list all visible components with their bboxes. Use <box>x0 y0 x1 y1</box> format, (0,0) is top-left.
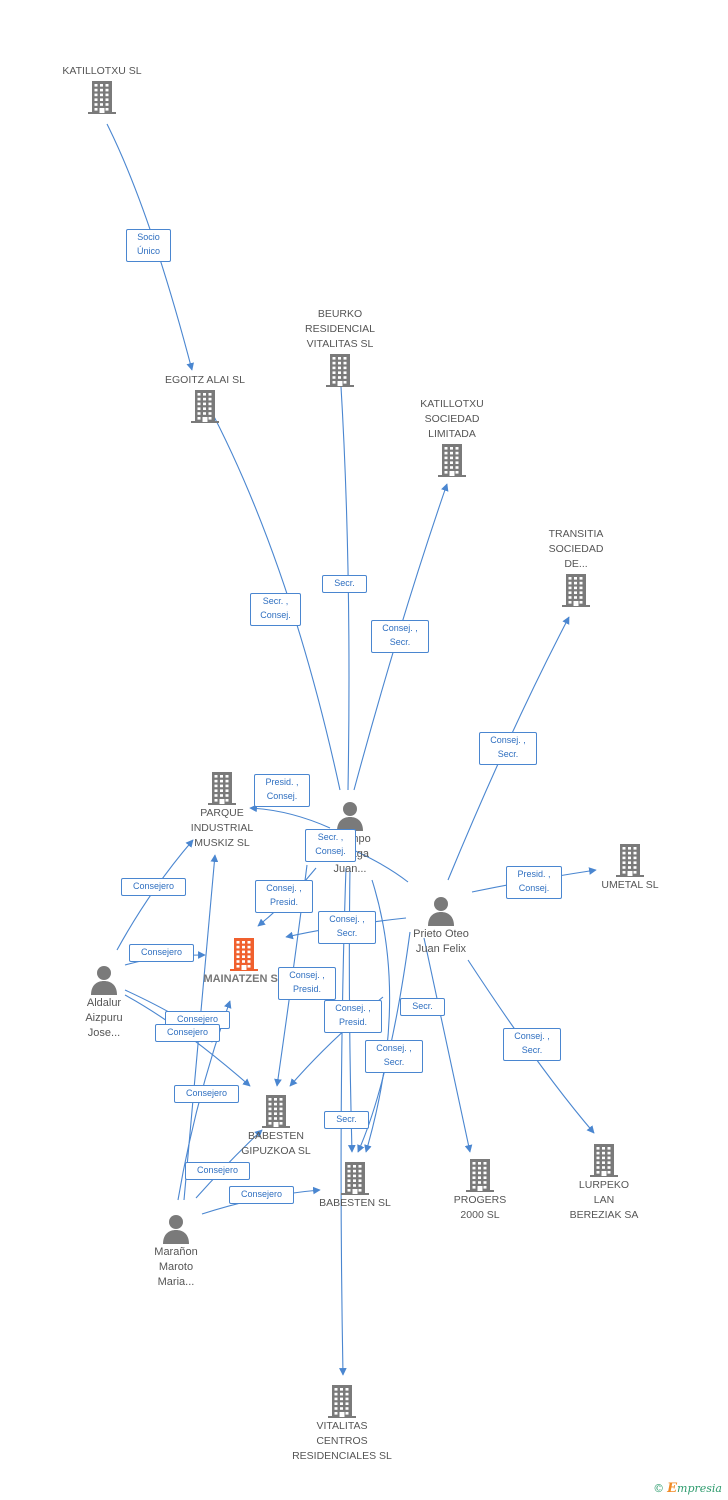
node-lurpeko-lan-bereziak-sa[interactable]: LURPEKO LAN BEREZIAK SA <box>554 1142 654 1223</box>
node-umetal-sl[interactable]: UMETAL SL <box>590 842 670 893</box>
node-label: KATILLOTXU SOCIEDAD LIMITADA <box>420 398 484 440</box>
edge-label-presid-consej: Presid. , Consej. <box>506 866 562 899</box>
node-maranon-maroto-maria[interactable]: Marañon Maroto Maria... <box>138 1213 214 1290</box>
edge-label-consejero: Consejero <box>129 944 194 962</box>
edge-label-consej-secr: Consej. , Secr. <box>371 620 429 653</box>
node-beurko-residencial-vitalitas-sl[interactable]: BEURKO RESIDENCIAL VITALITAS SL <box>290 307 390 388</box>
node-katillotxu-sl[interactable]: KATILLOTXU SL <box>52 64 152 115</box>
edge-label-consej-secr: Consej. , Secr. <box>479 732 537 765</box>
building-icon <box>326 354 354 387</box>
building-icon <box>191 390 219 423</box>
edge-label-consejero: Consejero <box>229 1186 294 1204</box>
building-icon <box>328 1385 356 1418</box>
relation-edge-1 <box>206 402 341 791</box>
node-label: EGOITZ ALAI SL <box>165 374 245 386</box>
relation-edge-15 <box>423 937 473 1153</box>
node-egoitz-alai-sl[interactable]: EGOITZ ALAI SL <box>150 373 260 424</box>
brand-name: mpresia <box>677 1482 722 1495</box>
node-parque-industrial-muskiz-sl[interactable]: PARQUE INDUSTRIAL MUSKIZ SL <box>172 770 272 851</box>
edge-label-consejero: Consejero <box>155 1024 220 1042</box>
node-label: MAINATZEN SL <box>203 973 285 985</box>
edge-label-consej-secr: Consej. , Secr. <box>318 911 376 944</box>
edge-label-socio-unico: Socio Único <box>126 229 171 262</box>
edge-label-secr: Secr. <box>400 998 445 1016</box>
brand-initial: E <box>667 1481 678 1496</box>
building-icon <box>590 1144 618 1177</box>
relation-edge-0 <box>106 123 194 371</box>
node-label: UMETAL SL <box>601 879 659 891</box>
node-progers-2000-sl[interactable]: PROGERS 2000 SL <box>430 1157 530 1223</box>
node-label: PROGERS 2000 SL <box>453 1194 507 1221</box>
node-label: Prieto Oteo Juan Felix <box>413 928 469 955</box>
edge-label-consejero: Consejero <box>185 1162 250 1180</box>
node-label: BEURKO RESIDENCIAL VITALITAS SL <box>304 308 376 350</box>
edge-label-consej-presid: Consej. , Presid. <box>324 1000 382 1033</box>
node-label: Aldalur Aizpuru Jose... <box>85 997 123 1039</box>
person-icon <box>428 897 454 926</box>
building-icon <box>208 772 236 805</box>
building-icon <box>562 574 590 607</box>
node-label: BABESTEN SL <box>319 1197 391 1209</box>
edge-label-consej-presid: Consej. , Presid. <box>255 880 313 913</box>
edge-label-presid-consej: Presid. , Consej. <box>254 774 310 807</box>
building-icon <box>88 81 116 114</box>
edge-label-secr-consej: Secr. , Consej. <box>250 593 301 626</box>
building-icon <box>262 1095 290 1128</box>
building-icon <box>616 844 644 877</box>
node-babesten-gipuzkoa-sl[interactable]: BABESTEN GIPUZKOA SL <box>226 1093 326 1159</box>
node-label: Marañon Maroto Maria... <box>154 1246 198 1288</box>
edge-label-secr: Secr. <box>324 1111 369 1129</box>
node-label: PARQUE INDUSTRIAL MUSKIZ SL <box>190 807 254 849</box>
node-label: TRANSITIA SOCIEDAD DE... <box>548 528 604 570</box>
edge-label-consejero: Consejero <box>174 1085 239 1103</box>
person-icon <box>337 802 363 831</box>
node-vitalitas-centros-residenciales-sl[interactable]: VITALITAS CENTROS RESIDENCIALES SL <box>282 1383 402 1464</box>
node-prieto-oteo-juan-felix[interactable]: Prieto Oteo Juan Felix <box>398 895 484 957</box>
empresia-logo: ©Empresia <box>653 1481 722 1496</box>
node-label: KATILLOTXU SL <box>62 65 142 77</box>
building-icon <box>230 938 258 971</box>
edge-label-secr: Secr. <box>322 575 367 593</box>
node-transitia-sociedad[interactable]: TRANSITIA SOCIEDAD DE... <box>526 527 626 608</box>
relation-edge-17 <box>364 879 391 1153</box>
node-katillotxu-sociedad-limitada[interactable]: KATILLOTXU SOCIEDAD LIMITADA <box>402 397 502 478</box>
person-icon <box>163 1215 189 1244</box>
node-babesten-sl[interactable]: BABESTEN SL <box>305 1160 405 1211</box>
node-label: VITALITAS CENTROS RESIDENCIALES SL <box>292 1420 392 1462</box>
node-label: LURPEKO LAN BEREZIAK SA <box>569 1179 639 1221</box>
edge-label-consej-secr: Consej. , Secr. <box>365 1040 423 1073</box>
relation-edge-2 <box>336 369 350 791</box>
person-icon <box>91 966 117 995</box>
edge-label-consej-secr: Consej. , Secr. <box>503 1028 561 1061</box>
building-icon <box>341 1162 369 1195</box>
edge-label-consejero: Consejero <box>121 878 186 896</box>
copyright-symbol: © <box>653 1482 665 1495</box>
node-label: BABESTEN GIPUZKOA SL <box>241 1130 311 1157</box>
building-icon <box>438 444 466 477</box>
node-aldalur-aizpuru-jose[interactable]: Aldalur Aizpuru Jose... <box>66 964 142 1041</box>
relation-edge-5 <box>249 804 331 829</box>
building-icon <box>466 1159 494 1192</box>
edge-label-secr-consej: Secr. , Consej. <box>305 829 356 862</box>
edge-label-consej-presid: Consej. , Presid. <box>278 967 336 1000</box>
